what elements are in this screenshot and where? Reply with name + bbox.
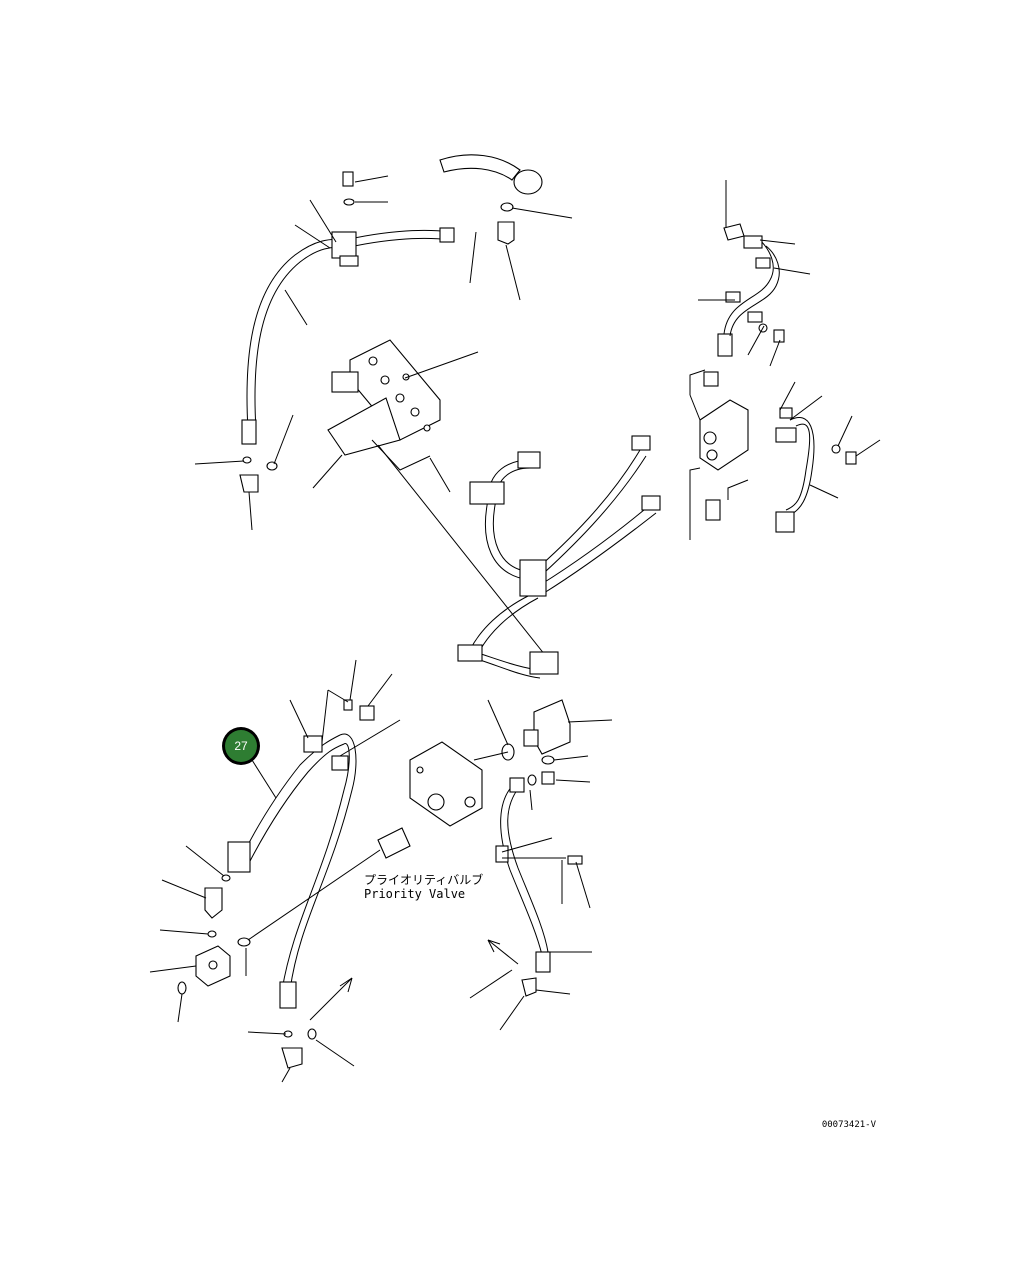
central-hose-bundle: [457, 435, 661, 679]
washer: [343, 198, 355, 206]
callout-fill: [225, 730, 257, 762]
hose-fitting: [439, 227, 455, 243]
priority-valve-body: [409, 741, 483, 827]
bundle-clamp: [519, 559, 547, 597]
o-ring: [242, 456, 252, 464]
control-valve-block: [312, 339, 546, 656]
elbow-fitting: [497, 221, 515, 245]
priority-valve-label-en: Priority Valve: [364, 887, 465, 901]
hose-clamp: [331, 231, 357, 259]
o-ring: [500, 202, 514, 212]
bolt: [342, 171, 354, 187]
callout-number: 27: [234, 739, 248, 753]
bent-pipe: [439, 154, 521, 181]
callout-27-hose: [239, 734, 341, 861]
priority-valve-label-jp: プライオリティバルブ: [364, 872, 483, 887]
hose-end-fitting: [241, 419, 257, 445]
priority-valve-assembly: [409, 699, 613, 1031]
elbow-fitting: [239, 474, 259, 493]
callout-marker[interactable]: 27: [222, 727, 260, 765]
upper-left-hose-assembly: [194, 154, 573, 531]
upper-left-hose: [246, 238, 346, 431]
union-fitting: [377, 827, 411, 859]
drawing-code: 00073421-V: [822, 1120, 877, 1130]
o-ring: [266, 461, 278, 471]
solenoid-valve-assembly: [689, 180, 881, 540]
cap-block: [533, 699, 571, 755]
lower-left-hose-assembly: [149, 659, 411, 1083]
